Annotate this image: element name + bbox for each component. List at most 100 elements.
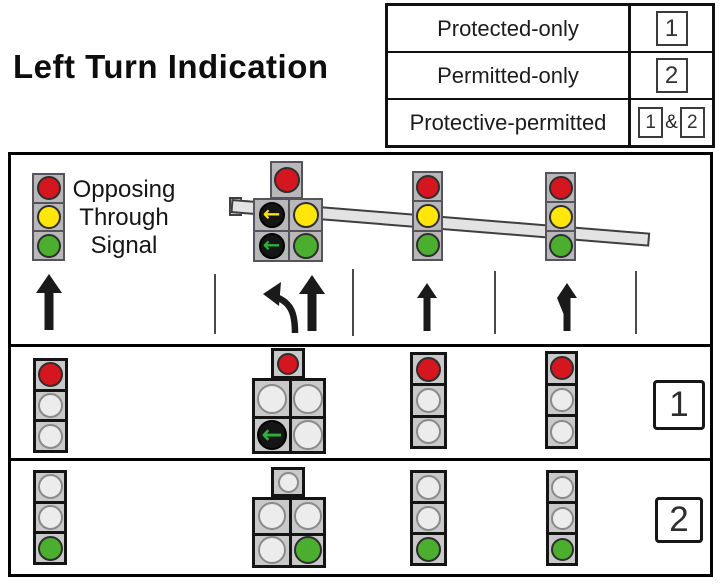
row1-cluster-signal-grid: ← (252, 378, 326, 454)
signal-section (36, 419, 65, 450)
signal-section: ← (255, 230, 288, 260)
signal-section (288, 230, 321, 260)
green-lens (36, 233, 61, 258)
signal-section (34, 230, 63, 259)
row2-badge: 2 (655, 497, 703, 543)
mode-row-permitted-only: Permitted-only 2 (388, 51, 712, 98)
off-lens (257, 383, 287, 414)
lane-divider (214, 274, 216, 334)
mode-row-protected-only: Protected-only 1 (388, 6, 712, 51)
signal-section (274, 351, 302, 376)
green-lens (293, 536, 322, 565)
signal-section (549, 473, 575, 501)
signal-section (288, 200, 321, 230)
yellow-lens (292, 202, 319, 228)
signal-section (413, 355, 444, 383)
lane-arrow-through-left-lane (36, 274, 62, 330)
lane-divider (352, 269, 354, 336)
mode-label: Protected-only (388, 6, 631, 51)
lane-divider (635, 271, 637, 334)
signal-section (547, 201, 574, 230)
signal-section (414, 200, 441, 229)
signal-section (255, 500, 289, 533)
signal-section (548, 354, 575, 383)
signal-section (414, 173, 441, 200)
mode-label: Protective-permitted (388, 100, 631, 145)
off-lens (38, 393, 63, 418)
overhead-cluster-signal-top (270, 161, 303, 199)
signal-section (255, 532, 289, 566)
red-lens (38, 362, 63, 388)
off-lens (37, 474, 63, 500)
mode-label: Permitted-only (388, 53, 631, 98)
signal-section (272, 163, 301, 197)
green-lens (548, 233, 573, 258)
mode-codes: 2 (631, 53, 712, 98)
signal-section (549, 501, 575, 532)
off-lens (292, 383, 323, 414)
lane-arrow-through-center-lane (417, 283, 437, 331)
legend-line: Opposing (72, 176, 176, 203)
yellow-lens (548, 204, 573, 229)
section-divider-bottom (8, 458, 713, 461)
signal-section (36, 473, 64, 501)
off-lens (416, 505, 441, 531)
signal-section (413, 532, 444, 563)
signal-section (548, 414, 575, 446)
signal-section: ← (255, 416, 289, 451)
off-lens (258, 502, 286, 531)
green-arrow-icon: ← (261, 419, 283, 449)
off-lens (37, 505, 63, 530)
legend-caption: Opposing Through Signal (62, 176, 186, 260)
red-lens (36, 176, 61, 201)
off-lens (277, 471, 299, 493)
red-lens (273, 167, 300, 193)
off-lens (549, 419, 574, 444)
red-lens (416, 356, 441, 382)
legend-signal (32, 173, 65, 261)
yellow-arrow-lens: ← (258, 202, 285, 228)
red-lens (277, 352, 299, 375)
signal-section (289, 532, 323, 565)
signal-section (34, 175, 63, 202)
off-lens (292, 420, 323, 450)
signal-section (548, 382, 575, 415)
off-lens (416, 419, 441, 445)
signal-section (255, 381, 289, 416)
row1-badge: 1 (653, 380, 705, 430)
signal-section (289, 416, 323, 451)
legend-line: Signal (90, 232, 158, 259)
signal-section (547, 230, 574, 259)
signal-section (36, 531, 64, 562)
off-lens (416, 387, 441, 413)
phase-code-box: 1 (638, 107, 664, 138)
indication-mode-table: Protected-only 1 Permitted-only 2 Protec… (385, 3, 715, 148)
legend-line: Through (79, 204, 169, 231)
row1-cluster-signal-top (271, 348, 305, 379)
lane-arrow-left-turn (263, 282, 299, 333)
section-divider-top (8, 344, 713, 347)
ampersand-separator: & (665, 111, 678, 133)
row1-signal-right (545, 351, 578, 449)
signal-section (289, 381, 323, 416)
signal-section (413, 383, 444, 414)
red-lens (415, 174, 440, 199)
row1-signal-center (410, 352, 447, 449)
yellow-lens (36, 205, 61, 229)
signal-section (274, 470, 302, 494)
signal-section (34, 201, 63, 231)
row2-signal-left (33, 470, 67, 565)
row2-signal-right (546, 470, 578, 566)
phase-code-box: 2 (679, 107, 705, 138)
off-lens (550, 506, 574, 530)
signal-section (413, 473, 444, 501)
page-title: Left Turn Indication (13, 48, 329, 85)
phase-code-box: 1 (655, 11, 688, 46)
overhead-cluster-signal-grid: ←← (253, 198, 323, 262)
row1-signal-left (33, 358, 68, 453)
green-arrow-icon: ← (262, 232, 281, 257)
signal-section (36, 388, 65, 420)
signal-section (549, 532, 575, 563)
overhead-signal-right (545, 172, 576, 261)
